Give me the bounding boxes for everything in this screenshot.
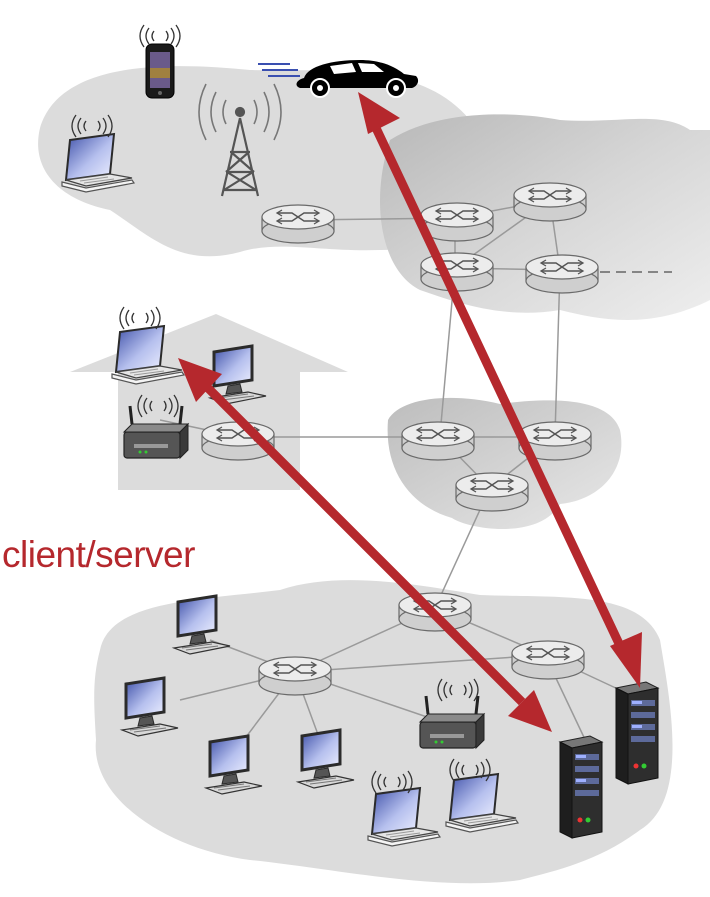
router-enterprise-right	[511, 640, 585, 680]
server-2-icon	[615, 681, 659, 785]
car-icon	[258, 60, 419, 98]
cell-tower-icon	[198, 83, 282, 197]
router-isp-2	[513, 182, 587, 222]
arrow-car-to-server	[358, 92, 642, 688]
router-mobile-access	[261, 204, 335, 244]
arrow-home-laptop-to-server	[178, 358, 552, 732]
home-laptop-wireless-icon	[119, 306, 161, 330]
server-1-icon	[559, 735, 603, 839]
smartphone-icon	[145, 43, 175, 99]
router-enterprise-left	[258, 656, 332, 696]
home-network-house	[70, 314, 348, 490]
client-server-label: client/server	[2, 534, 195, 575]
router-isp-3	[420, 252, 494, 292]
router-regional-1	[401, 421, 475, 461]
router-isp-4	[525, 254, 599, 294]
router-regional-3	[455, 472, 529, 512]
router-isp-1	[420, 202, 494, 242]
